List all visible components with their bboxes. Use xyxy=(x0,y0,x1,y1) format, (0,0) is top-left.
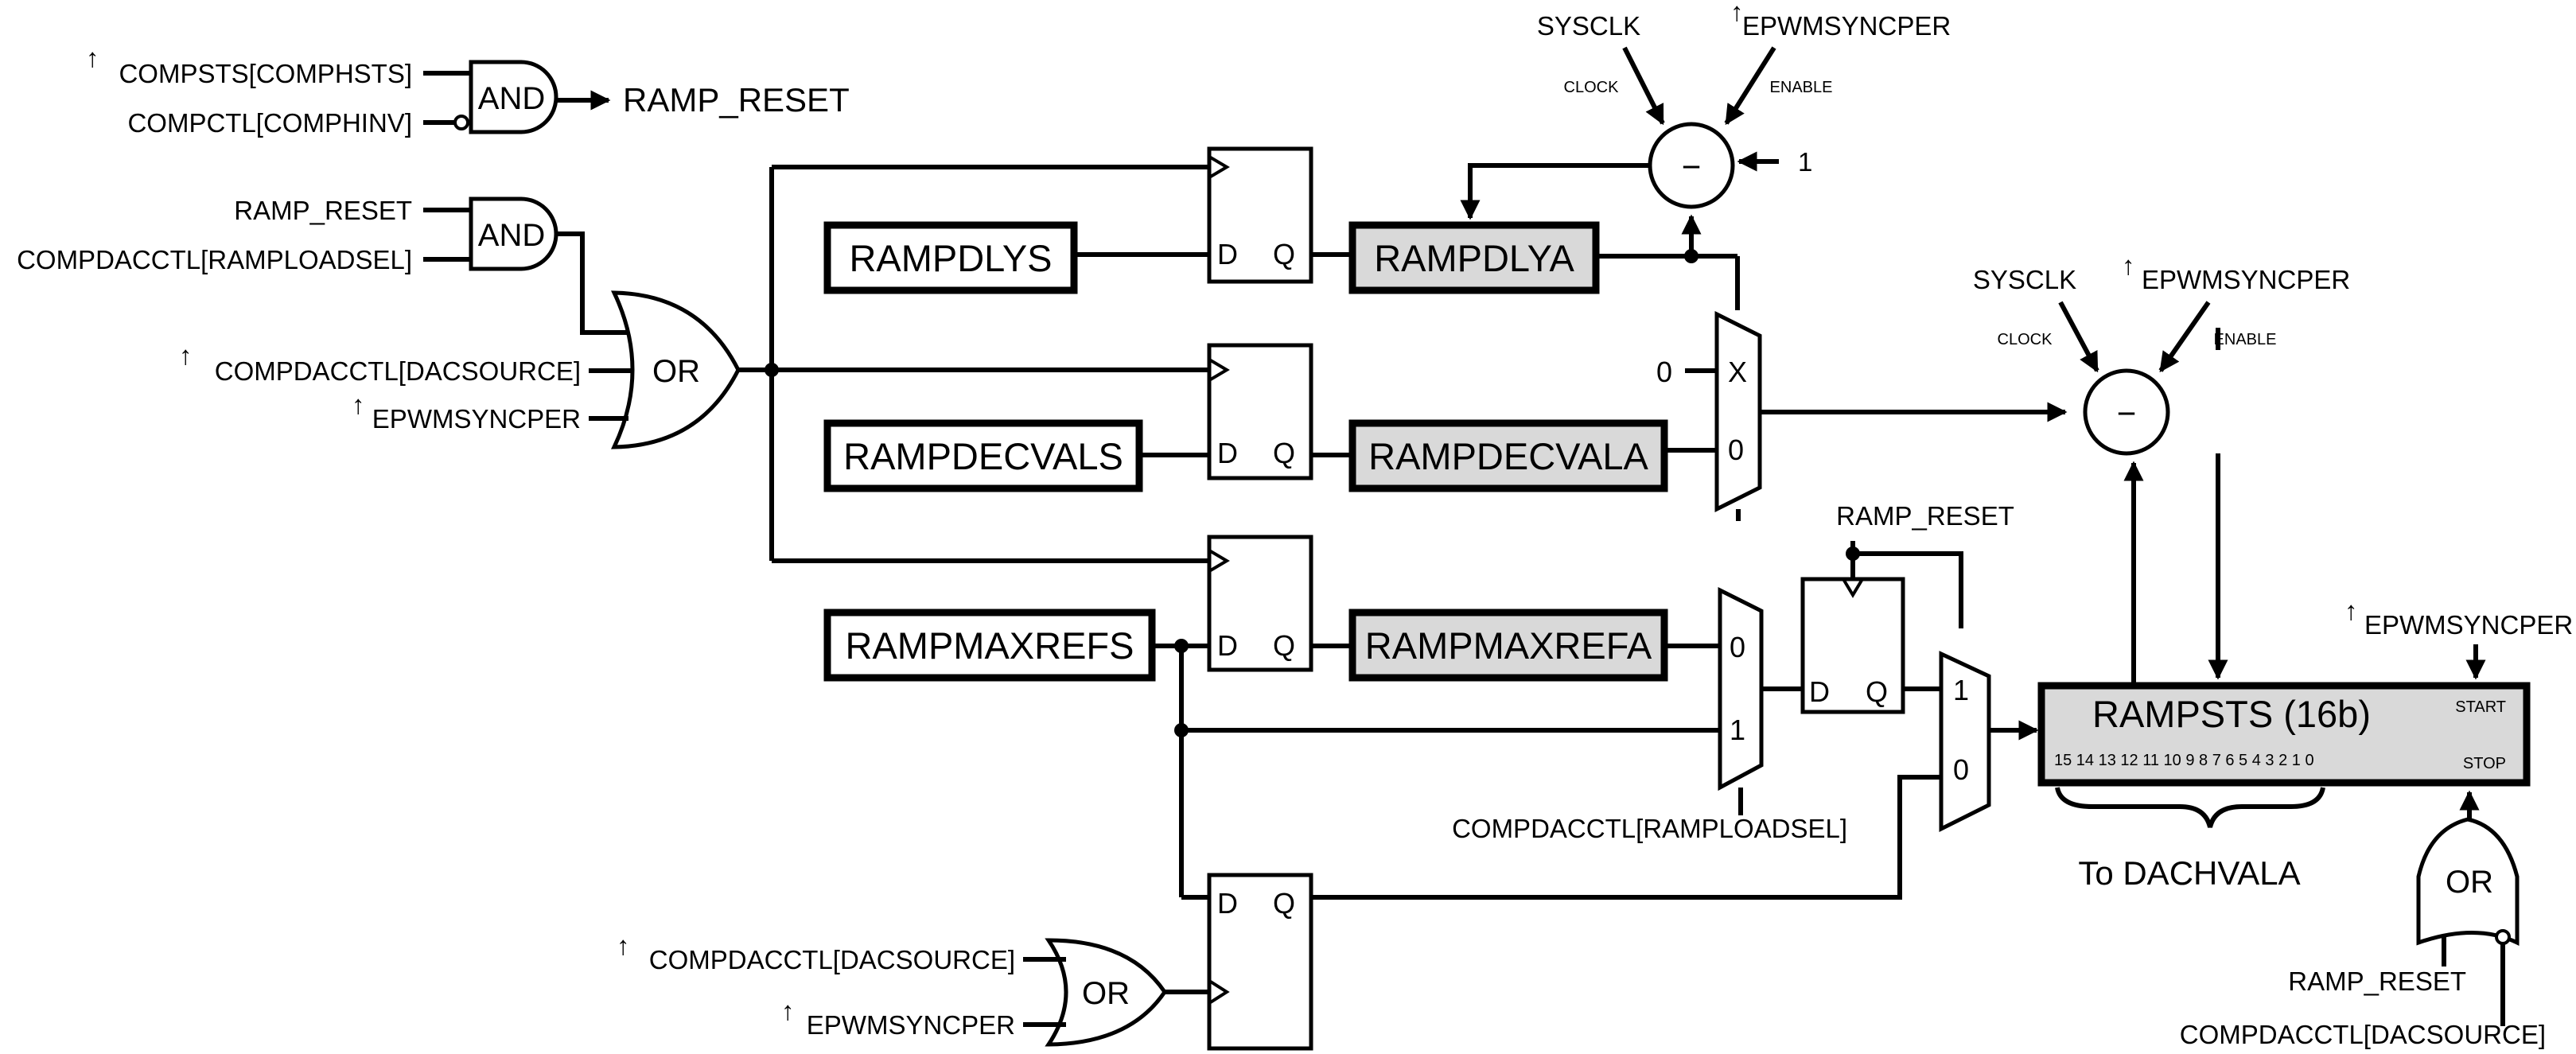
register-label: RAMPDLYS xyxy=(849,237,1052,279)
ramp-reset-stop-label: RAMP_RESET xyxy=(2288,966,2466,996)
mux-reset-select: 1 0 xyxy=(1939,651,1991,833)
sysclk-label: SYSCLK xyxy=(1973,265,2076,294)
constant-zero-label: 0 xyxy=(1656,356,1672,388)
register-rampdlya: RAMPDLYA xyxy=(1348,221,1600,294)
clock-label: CLOCK xyxy=(1998,331,2053,348)
curly-brace xyxy=(2055,787,2325,828)
flip-flop-ramp-reset: D Q xyxy=(1800,577,1905,714)
epwmsyncper-label: EPWMSYNCPER xyxy=(807,1010,1015,1040)
and-gate-label: AND xyxy=(478,218,545,253)
compdacctl-dacsource-label: COMPDACCTL[DACSOURCE] xyxy=(215,356,581,386)
register-label: RAMPDECVALA xyxy=(1368,435,1648,477)
stop-pin: STOP xyxy=(2463,755,2506,772)
to-dachvala-label: To DACHVALA xyxy=(2078,854,2300,892)
compdacctl-dacsource-label: COMPDACCTL[DACSOURCE] xyxy=(649,945,1015,974)
mux-rampload-select: 0 1 xyxy=(1718,586,1764,791)
subtractor-rampdly: − xyxy=(1648,122,1735,209)
inverter-bubble xyxy=(2495,929,2511,945)
mux-zero-input: 0 xyxy=(1728,434,1744,466)
and-gate-label: AND xyxy=(478,81,545,116)
rising-edge-arrow: ↑ xyxy=(86,43,99,72)
compdacctl-rampload-label: COMPDACCTL[RAMPLOADSEL] xyxy=(17,245,412,274)
inverter-bubble xyxy=(453,115,469,130)
compsts-comphsts-label: COMPSTS[COMPHSTS] xyxy=(119,59,412,88)
flip-flop-rampdecval: D Q xyxy=(1207,343,1313,480)
flip-flop-rampmaxref: D Q xyxy=(1207,535,1313,672)
register-rampmaxrefa: RAMPMAXREFA xyxy=(1348,609,1668,682)
or-gate-bottom: OR xyxy=(1045,938,1168,1047)
epwmsyncper-label: EPWMSYNCPER xyxy=(2142,265,2350,294)
compdacctl-rampload-select-label: COMPDACCTL[RAMPLOADSEL] xyxy=(1452,814,1847,843)
sysclk-label: SYSCLK xyxy=(1537,11,1640,41)
or-gate-label: OR xyxy=(1082,976,1130,1011)
minus-sign: − xyxy=(1682,148,1702,185)
register-rampdecvala: RAMPDECVALA xyxy=(1348,419,1668,492)
decrement-one-label: 1 xyxy=(1798,147,1812,177)
or-gate-load: OR xyxy=(611,290,741,449)
subtractor-rampsts: − xyxy=(2083,368,2170,456)
epwmsyncper-start-label: EPWMSYNCPER xyxy=(2364,610,2573,640)
mux-zero-input: 0 xyxy=(1953,753,1969,786)
and-gate-rampload: AND xyxy=(469,196,558,271)
ff-q-pin: Q xyxy=(1273,437,1295,469)
flip-flop-bottom: D Q xyxy=(1207,873,1313,1051)
rising-edge-arrow: ↑ xyxy=(1730,0,1744,26)
register-label: RAMPMAXREFA xyxy=(1365,624,1652,667)
compctl-comphinv-label: COMPCTL[COMPHINV] xyxy=(127,108,412,138)
epwmsyncper-label: EPWMSYNCPER xyxy=(1742,11,1951,41)
and-gate-ramp-reset: AND xyxy=(469,60,558,134)
or-gate-label: OR xyxy=(2446,865,2493,900)
or-gate-stop: OR xyxy=(2416,817,2520,946)
ramp-reset-input-label: RAMP_RESET xyxy=(234,196,412,225)
register-label: RAMPSTS (16b) xyxy=(2092,693,2371,735)
ff-d-pin: D xyxy=(1217,437,1238,469)
ramp-reset-label: RAMP_RESET xyxy=(1836,501,2014,531)
rampsts-bit-indices: 15 14 13 12 11 10 9 8 7 6 5 4 3 2 1 0 xyxy=(2054,752,2314,769)
rising-edge-arrow: ↑ xyxy=(2122,251,2135,280)
epwmsyncper-label: EPWMSYNCPER xyxy=(372,404,581,434)
ramp-reset-output-label: RAMP_RESET xyxy=(623,81,850,119)
register-label: RAMPDLYA xyxy=(1374,237,1574,279)
enable-label: ENABLE xyxy=(2214,331,2277,348)
rising-edge-arrow: ↑ xyxy=(2344,596,2358,625)
mux-one-input: 1 xyxy=(1953,674,1969,706)
register-rampdlys: RAMPDLYS xyxy=(823,221,1078,294)
flip-flop-rampdly: D Q xyxy=(1207,146,1313,284)
minus-sign: − xyxy=(2117,395,2137,432)
register-label: RAMPMAXREFS xyxy=(846,624,1134,667)
clock-label: CLOCK xyxy=(1564,79,1620,96)
start-pin: START xyxy=(2455,698,2506,716)
ff-q-pin: Q xyxy=(1273,238,1295,270)
mux-x-input: X xyxy=(1728,356,1747,388)
or-gate-label: OR xyxy=(652,354,700,389)
ff-d-pin: D xyxy=(1217,887,1238,920)
rising-edge-arrow: ↑ xyxy=(352,390,365,419)
ff-d-pin: D xyxy=(1217,629,1238,662)
rising-edge-arrow: ↑ xyxy=(617,931,630,960)
register-rampmaxrefs: RAMPMAXREFS xyxy=(823,609,1156,682)
compdacctl-dacsource-stop-label: COMPDACCTL[DACSOURCE] xyxy=(2180,1020,2546,1049)
ff-d-pin: D xyxy=(1217,238,1238,270)
enable-label: ENABLE xyxy=(1770,79,1833,96)
ff-q-pin: Q xyxy=(1866,675,1888,708)
register-rampsts: RAMPSTS (16b) 15 14 13 12 11 10 9 8 7 6 … xyxy=(2037,682,2531,787)
ff-d-pin: D xyxy=(1809,675,1830,708)
rising-edge-arrow: ↑ xyxy=(179,340,193,370)
register-rampdecvals: RAMPDECVALS xyxy=(823,419,1143,492)
mux-decrement-select: X 0 xyxy=(1714,310,1762,513)
register-label: RAMPDECVALS xyxy=(843,435,1123,477)
mux-one-input: 1 xyxy=(1730,714,1745,746)
mux-zero-input: 0 xyxy=(1730,631,1745,663)
ff-q-pin: Q xyxy=(1273,887,1295,920)
ff-q-pin: Q xyxy=(1273,629,1295,662)
rising-edge-arrow: ↑ xyxy=(781,996,795,1025)
